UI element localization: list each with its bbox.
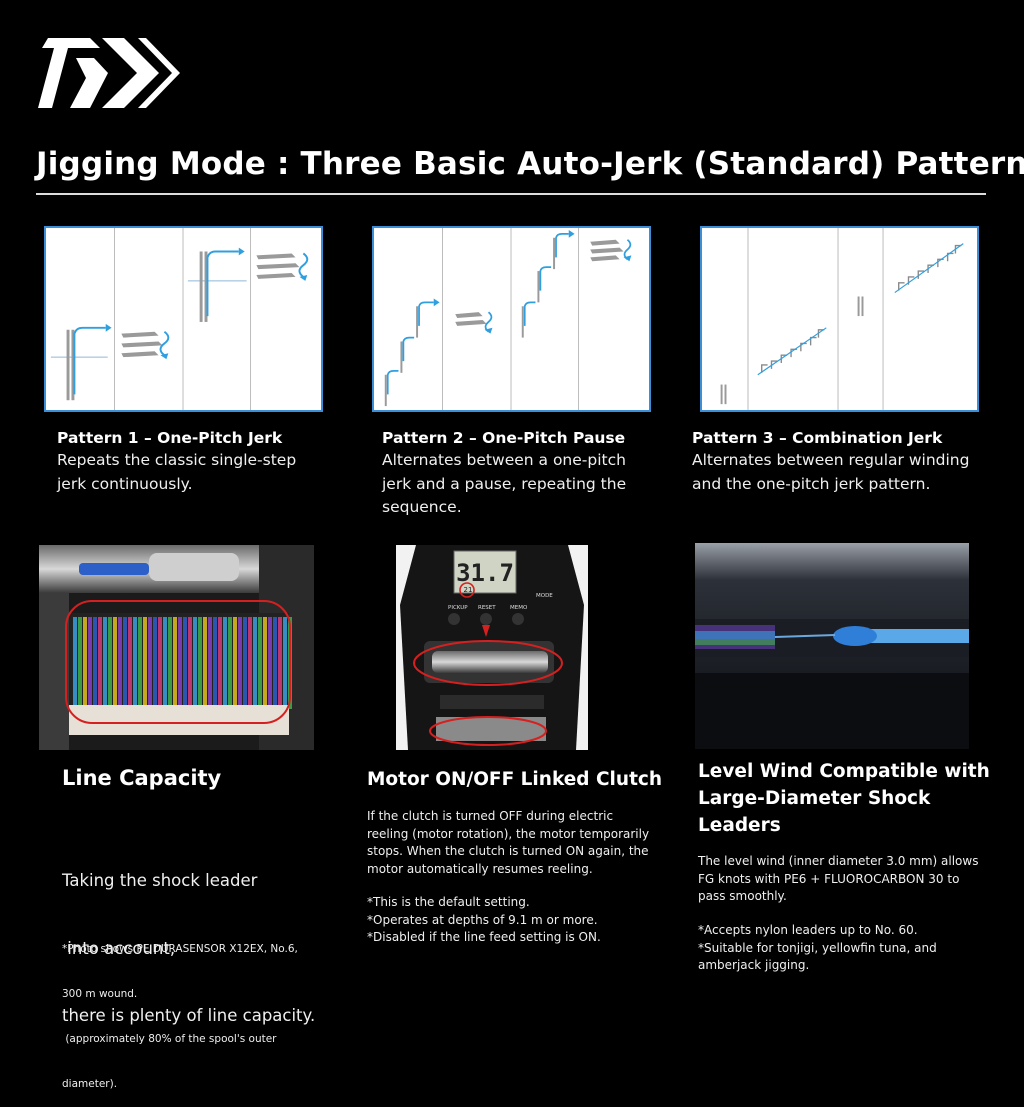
button-label-memo: MEMO — [510, 605, 528, 611]
button-label-reset: RESET — [478, 605, 496, 611]
clutch-body-line: motor automatically resumes reeling. — [367, 861, 593, 876]
line-capacity-body-line: into account, — [62, 938, 176, 958]
clutch-note-line: *Disabled if the line feed setting is ON… — [367, 930, 601, 944]
clutch-body-line: reeling (motor rotation), the motor temp… — [367, 826, 650, 841]
level-wind-body-line: FG knots with PE6 + FLUOROCARBON 30 to — [698, 871, 960, 886]
clutch-body: If the clutch is turned OFF during elect… — [367, 808, 677, 878]
button-label-mode: MODE — [536, 593, 553, 599]
level-wind-section: Level Wind Compatible with Large-Diamete… — [698, 758, 998, 839]
pattern-1-title: Pattern 1 – One-Pitch Jerk — [57, 429, 283, 447]
pattern-3-desc-line: and the one-pitch jerk pattern. — [692, 474, 931, 493]
pattern-1-desc-line: Repeats the classic single-step — [57, 451, 297, 469]
level-wind-photo — [695, 543, 969, 749]
button-label-pickup: PICKUP — [448, 605, 468, 611]
level-wind-body-line: pass smoothly. — [698, 889, 787, 903]
page-title: Jigging Mode : Three Basic Auto-Jerk (St… — [36, 146, 1024, 182]
pattern-2-diagram — [372, 226, 651, 412]
line-capacity-note-line: diameter). — [62, 1078, 118, 1090]
spool-photo — [39, 545, 314, 750]
pattern-2-desc-line: sequence. — [382, 498, 462, 516]
pattern-1-diagram — [44, 226, 323, 412]
level-wind-title-line: Leaders — [698, 815, 781, 836]
clutch-body-line: stops. When the clutch is turned ON agai… — [367, 844, 649, 858]
daiwa-logo — [38, 38, 180, 108]
pattern-3-desc-line: Alternates between regular winding — [692, 451, 970, 469]
title-divider — [36, 193, 986, 195]
pattern-2-desc-line: Alternates between a one-pitch — [382, 451, 626, 469]
line-capacity-title: Line Capacity — [62, 766, 222, 790]
clutch-note-line: *Operates at depths of 9.1 m or more. — [367, 912, 598, 927]
line-capacity-note-line: *Photo shows PE DURASENSOR X12EX, No.6, — [62, 943, 298, 955]
level-wind-notes: *Accepts nylon leaders up to No. 60. *Su… — [698, 922, 1008, 975]
line-capacity-body-line: there is plenty of line capacity. — [62, 1006, 316, 1025]
line-capacity-body-line: Taking the shock leader — [62, 871, 258, 890]
level-wind-note-line: amberjack jigging. — [698, 958, 810, 972]
pattern-2-title: Pattern 2 – One-Pitch Pause — [382, 429, 626, 447]
pattern-2-text: Pattern 2 – One-Pitch Pause Alternates b… — [382, 429, 682, 520]
pattern-3-diagram — [700, 226, 979, 412]
clutch-notes: *This is the default setting. *Operates … — [367, 894, 677, 947]
line-capacity-note: *Photo shows PE DURASENSOR X12EX, No.6, … — [62, 912, 342, 1107]
line-capacity-body: Taking the shock leader into account, th… — [62, 825, 362, 1050]
pattern-1-text: Pattern 1 – One-Pitch Jerk Repeats the c… — [57, 429, 347, 496]
line-capacity-section: Line Capacity — [62, 765, 352, 792]
line-capacity-note-line: 300 m wound. — [62, 988, 138, 1000]
clutch-body-line: If the clutch is turned OFF during elect… — [367, 809, 614, 823]
level-wind-body: The level wind (inner diameter 3.0 mm) a… — [698, 853, 1008, 906]
pattern-2-desc-line: jerk and a pause, repeating the — [382, 474, 627, 493]
level-wind-title-line: Large-Diameter Shock — [698, 788, 931, 809]
level-wind-note-line: *Accepts nylon leaders up to No. 60. — [698, 923, 918, 937]
level-wind-note-line: *Suitable for tonjigi, yellowfin tuna, a… — [698, 940, 937, 955]
clutch-section: Motor ON/OFF Linked Clutch — [367, 766, 667, 793]
pattern-3-title: Pattern 3 – Combination Jerk — [692, 429, 943, 447]
clutch-title: Motor ON/OFF Linked Clutch — [367, 769, 663, 790]
pattern-3-text: Pattern 3 – Combination Jerk Alternates … — [692, 429, 1012, 496]
line-capacity-note-line: (approximately 80% of the spool's outer — [62, 1033, 277, 1045]
clutch-note-line: *This is the default setting. — [367, 895, 530, 909]
level-wind-title-line: Level Wind Compatible with — [698, 761, 990, 782]
level-wind-body-line: The level wind (inner diameter 3.0 mm) a… — [698, 854, 979, 868]
display-sub: 21 — [464, 586, 473, 594]
pattern-1-desc-line: jerk continuously. — [57, 474, 193, 493]
clutch-photo: 31.7 21 PICKUP RESET MEMO MODE — [396, 545, 588, 750]
